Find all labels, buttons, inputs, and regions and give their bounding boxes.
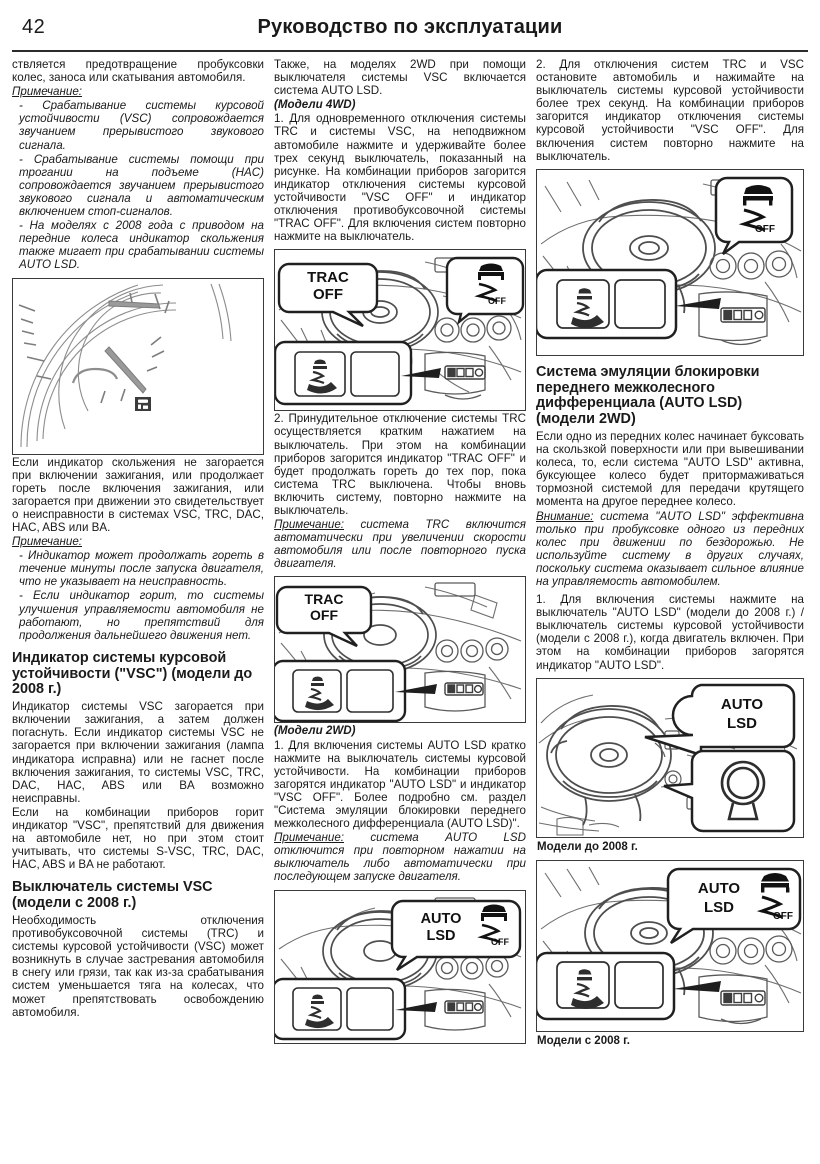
- callout-off-small-1: OFF: [488, 296, 506, 306]
- middle-subheading-4wd: (Модели 4WD): [274, 98, 356, 112]
- middle-paragraph-1: Также, на моделях 2WD при помощи выключа…: [274, 58, 526, 98]
- right-paragraph-2: Если одно из передних колес начинает бук…: [536, 429, 804, 509]
- callout-lsd-text-2: LSD: [727, 715, 757, 732]
- callout-auto-text-1: AUTO: [421, 911, 462, 927]
- callout-trac-text-3: TRAC: [305, 591, 344, 607]
- middle-paragraph-3: 2. Принудительное отключение системы TRC…: [274, 412, 526, 517]
- figure-interior-trac-off-2: TRAC OFF: [274, 576, 526, 724]
- left-note-1: - Срабатывание системы курсовой устойчив…: [19, 99, 264, 152]
- left-note-2: - Срабатывание системы помощи при троган…: [19, 152, 264, 219]
- callout-auto-text-2: AUTO: [721, 696, 764, 713]
- middle-note-label: Примечание:: [274, 518, 344, 532]
- callout-trac-text-4: OFF: [310, 607, 338, 623]
- callout-off-small-3: OFF: [755, 224, 775, 235]
- page-header: 42 Руководство по эксплуатации: [12, 14, 808, 48]
- page-number: 42: [22, 16, 46, 38]
- callout-off-small-2: OFF: [491, 937, 509, 947]
- page-title: Руководство по эксплуатации: [257, 16, 563, 38]
- figure-interior-trac-off-4wd: TRAC OFF OFF: [274, 249, 526, 412]
- column-middle: Также, на моделях 2WD при помощи выключа…: [274, 58, 526, 1152]
- left-paragraph-4: Если на комбинации приборов горит индика…: [12, 805, 264, 872]
- figure-caption-before-2008: Модели до 2008 г.: [537, 840, 638, 853]
- right-paragraph-3: 1. Для включения системы нажмите на выкл…: [536, 593, 804, 672]
- figure-interior-auto-lsd-middle: AUTO LSD OFF: [274, 889, 526, 1044]
- middle-paragraph-4: 1. Для включения системы AUTO LSD кратко…: [274, 738, 526, 831]
- callout-trac-text-1: TRAC: [307, 269, 349, 286]
- column-right: 2. Для отключения систем TRC и VSC остан…: [536, 58, 804, 1152]
- callout-off-small-4: OFF: [773, 911, 793, 922]
- left-paragraph-3: Индикатор системы VSC загорается при вкл…: [12, 700, 264, 805]
- columns-container: ствляется предотвращение пробуксовки кол…: [12, 58, 808, 1152]
- left-note-label-1: Примечание:: [12, 85, 82, 99]
- left-note-5: - Если индикатор горит, то системы улучш…: [19, 589, 264, 642]
- callout-lsd-text-1: LSD: [427, 928, 456, 944]
- column-left: ствляется предотвращение пробуксовки кол…: [12, 58, 264, 1152]
- left-heading-vsc-indicator: Индикатор системы курсовой устойчивости …: [12, 649, 253, 698]
- middle-note-1: система TRC включится автоматически при …: [274, 518, 526, 571]
- left-note-4: - Индикатор может продолжать гореть в те…: [19, 549, 264, 589]
- callout-auto-text-3: AUTO: [698, 880, 741, 897]
- left-note-label-2: Примечание:: [12, 535, 82, 549]
- left-heading-vsc-switch: Выключатель системы VSC (модели с 2008 г…: [12, 879, 213, 912]
- left-note-3: - На моделях с 2008 года с приводом на п…: [19, 219, 264, 272]
- figure-auto-lsd-after-2008: AUTO LSD OFF: [536, 859, 804, 1032]
- middle-paragraph-2: 1. Для одновременного отключения системы…: [274, 112, 526, 244]
- middle-note-2: система AUTO LSD отключится при повторно…: [274, 831, 526, 884]
- callout-lsd-text-3: LSD: [704, 899, 734, 916]
- right-paragraph-1: 2. Для отключения систем TRC и VSC остан…: [536, 58, 804, 163]
- right-warning-text: система "AUTO LSD" эффективна только при…: [536, 509, 804, 588]
- middle-subheading-2wd: (Модели 2WD): [274, 724, 356, 738]
- callout-trac-text-2: OFF: [313, 286, 343, 303]
- left-paragraph-2: Если индикатор скольжения не загорается …: [12, 455, 264, 534]
- right-heading-auto-lsd: Система эмуляции блокировки переднего ме…: [536, 363, 760, 428]
- right-warning-label: Внимание:: [536, 509, 594, 523]
- figure-auto-lsd-before-2008: AUTO LSD: [536, 677, 804, 838]
- figure-instrument-cluster: [12, 277, 264, 455]
- left-paragraph-1: ствляется предотвращение пробуксовки кол…: [12, 58, 264, 85]
- figure-caption-after-2008: Модели с 2008 г.: [537, 1034, 630, 1047]
- figure-interior-vsc-off: OFF: [536, 168, 804, 356]
- left-paragraph-5: Необходимость отключения противобуксовоч…: [12, 914, 264, 1019]
- middle-note-label-2: Примечание:: [274, 831, 344, 845]
- header-rule: [12, 50, 808, 52]
